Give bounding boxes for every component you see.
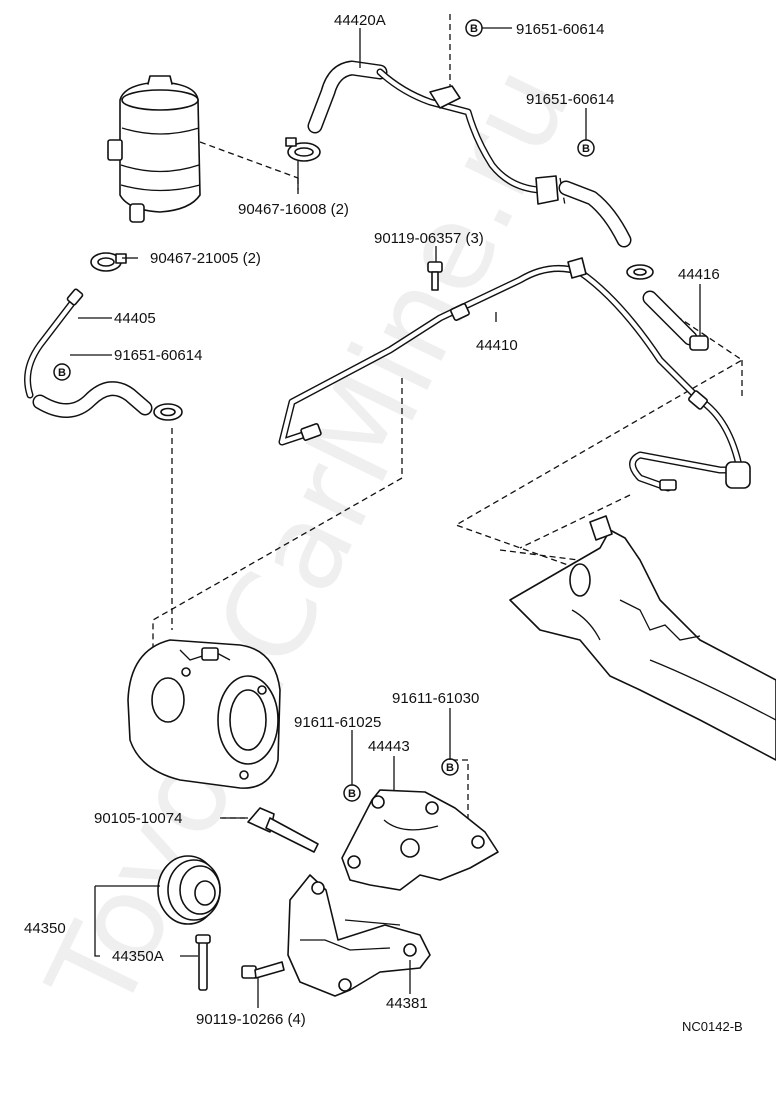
reservoir-tank: [107, 75, 201, 223]
pipe-44410: [278, 257, 751, 492]
label-44443: 44443: [368, 738, 410, 755]
svg-text:B: B: [582, 143, 590, 155]
label-91651-60614-right: 91651-60614: [526, 91, 614, 108]
diagram-code: NC0142-B: [682, 1019, 743, 1034]
bolt-icon: [427, 261, 443, 291]
svg-text:B: B: [446, 762, 454, 774]
label-91651-60614-left: 91651-60614: [114, 347, 202, 364]
bolt-marker-b-icon: B: [53, 363, 71, 381]
label-44420a: 44420A: [334, 12, 386, 29]
label-44350: 44350: [24, 920, 66, 937]
hose-44416: [642, 290, 709, 351]
hose-44405: [24, 288, 183, 421]
bolt-marker-b-icon: B: [441, 758, 459, 776]
label-44350a: 44350A: [112, 948, 164, 965]
label-90119-10266: 90119-10266 (4): [196, 1011, 306, 1028]
bolt-marker-b-icon: B: [465, 19, 483, 37]
bracket-44443: [341, 789, 499, 891]
hose-44420a: [307, 60, 632, 248]
hose-clamp-icon: [285, 137, 321, 162]
label-91651-60614-top: 91651-60614: [516, 21, 604, 38]
bolt-marker-b-icon: B: [343, 784, 361, 802]
label-91611-61025: 91611-61025: [294, 714, 381, 731]
label-90105-10074: 90105-10074: [94, 810, 182, 827]
label-90119-06357: 90119-06357 (3): [374, 230, 484, 247]
bolt-icon: [247, 807, 319, 853]
bolt-icon: [195, 934, 211, 991]
label-44381: 44381: [386, 995, 428, 1012]
steering-gear-housing: [509, 515, 776, 761]
hose-clamp-icon: [626, 264, 654, 280]
label-90467-16008: 90467-16008 (2): [238, 201, 349, 218]
label-44410: 44410: [476, 337, 518, 354]
label-90467-21005: 90467-21005 (2): [150, 250, 261, 267]
label-44416: 44416: [678, 266, 720, 283]
svg-text:B: B: [58, 367, 66, 379]
hose-clamp-icon: [90, 252, 127, 272]
bolt-marker-b-icon: B: [577, 139, 595, 157]
label-44405: 44405: [114, 310, 156, 327]
label-91611-61030: 91611-61030: [392, 690, 479, 707]
power-steering-pump: [127, 639, 281, 789]
svg-text:B: B: [470, 23, 478, 35]
leader-lines: [70, 27, 701, 1008]
part-number-labels: 44420A 91651-60614 91651-60614 90467-160…: [24, 12, 743, 1034]
bracket-44381: [287, 874, 431, 997]
svg-text:B: B: [348, 788, 356, 800]
bolt-icon: [241, 961, 285, 979]
pulley-icon: [157, 855, 221, 925]
